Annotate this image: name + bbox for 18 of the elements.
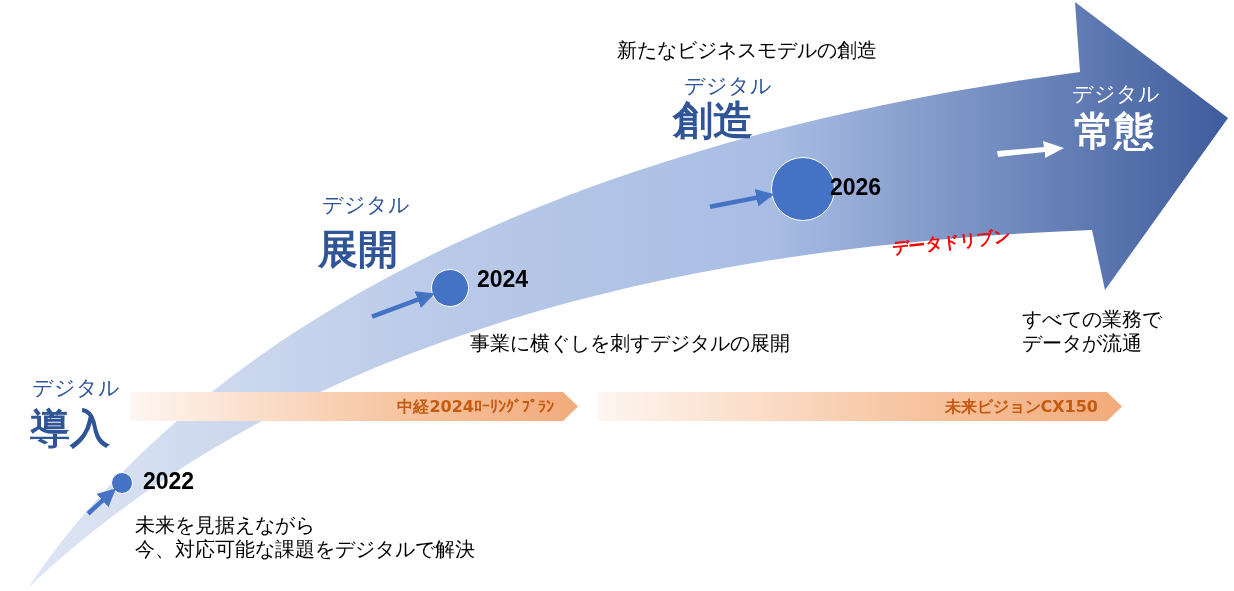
timeline-band: 中経2024ﾛｰﾘﾝｸﾞﾌﾟﾗﾝ [130, 392, 578, 421]
stage-title: 導入 [30, 404, 110, 452]
caption-text: すべての業務でデータが流通 [1022, 307, 1163, 355]
timeline-band: 未来ビジョンCX150 [598, 392, 1122, 421]
year-label: 2026 [830, 174, 882, 201]
stage-title: 常態 [1074, 108, 1154, 154]
year-label: 2022 [143, 468, 195, 495]
stage-subtitle: デジタル [32, 376, 120, 402]
caption-text: 新たなビジネスモデルの創造 [617, 38, 877, 62]
arrow [709, 189, 775, 210]
year-label: 2024 [477, 266, 529, 293]
stage-subtitle: デジタル [1072, 82, 1160, 107]
highlight-text: データドリブン [890, 225, 1012, 259]
caption-text: 事業に横ぐしを刺すデジタルの展開 [470, 331, 790, 355]
arrow [86, 488, 116, 516]
stage-title: 展開 [318, 225, 398, 273]
arrow [371, 291, 435, 320]
stage-subtitle: デジタル [322, 193, 410, 219]
